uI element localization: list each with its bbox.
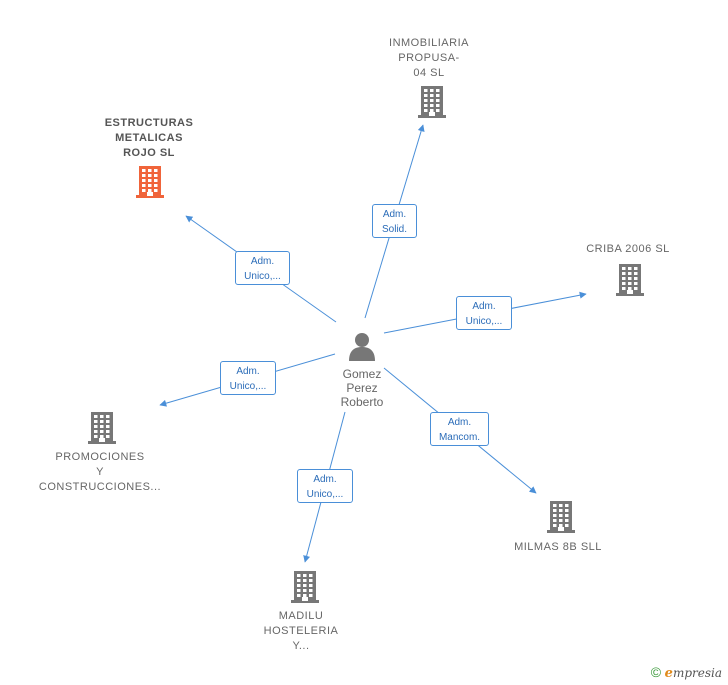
footer-brand: © empresia bbox=[651, 664, 722, 681]
edge-label-line: Adm. bbox=[236, 366, 260, 377]
company-node-estructuras[interactable] bbox=[135, 166, 165, 203]
company-label-line: PROMOCIONES bbox=[55, 451, 145, 463]
building-icon bbox=[616, 264, 644, 296]
company-node-inmobiliaria[interactable] bbox=[417, 86, 447, 123]
company-label-line: INMOBILIARIA bbox=[389, 37, 469, 49]
building-icon bbox=[136, 166, 164, 198]
edge-label-line: Adm. bbox=[382, 209, 407, 220]
person-name-line: Roberto bbox=[340, 395, 384, 409]
edge-label-line: Solid. bbox=[381, 224, 407, 235]
company-node-criba[interactable] bbox=[615, 264, 645, 301]
edge-label-criba[interactable]: Adm. Unico,... bbox=[456, 296, 512, 330]
company-node-madilu[interactable] bbox=[290, 571, 320, 608]
edge-label-promociones[interactable]: Adm. Unico,... bbox=[220, 361, 276, 395]
edge-label-line: Unico,... bbox=[306, 489, 344, 500]
company-label-line: CRIBA 2006 SL bbox=[586, 243, 670, 255]
company-label-line: MADILU bbox=[278, 610, 324, 622]
company-label-line: CONSTRUCCIONES... bbox=[38, 481, 162, 493]
company-label-line: 04 SL bbox=[413, 67, 445, 79]
company-label-line: HOSTELERIA bbox=[263, 625, 339, 637]
company-label-madilu[interactable]: MADILU HOSTELERIA Y... bbox=[231, 609, 371, 654]
edge-label-line: Mancom. bbox=[438, 432, 481, 443]
brand-logo-text: mpresia bbox=[672, 666, 722, 680]
copyright-symbol: © bbox=[650, 664, 662, 680]
edge-label-line: Adm. bbox=[250, 256, 275, 267]
edge-label-milmas[interactable]: Adm. Mancom. bbox=[430, 412, 489, 446]
company-label-line: ESTRUCTURAS bbox=[104, 117, 194, 129]
person-node[interactable] bbox=[347, 331, 377, 366]
company-node-milmas[interactable] bbox=[546, 501, 576, 538]
company-label-line: MILMAS 8B SLL bbox=[514, 541, 602, 553]
company-label-line: METALICAS bbox=[115, 132, 183, 144]
company-label-promociones[interactable]: PROMOCIONES Y CONSTRUCCIONES... bbox=[30, 450, 170, 495]
building-icon bbox=[291, 571, 319, 603]
edge-label-line: Adm. bbox=[472, 301, 496, 312]
building-icon bbox=[547, 501, 575, 533]
edge-label-line: Unico,... bbox=[244, 271, 281, 282]
edge-label-inmobiliaria[interactable]: Adm. Solid. bbox=[372, 204, 417, 238]
edge-label-line: Adm. bbox=[313, 474, 337, 485]
edge-label-madilu[interactable]: Adm. Unico,... bbox=[297, 469, 353, 503]
edge-label-line: Unico,... bbox=[465, 316, 503, 327]
person-name-line: Gomez bbox=[342, 367, 382, 381]
company-label-criba[interactable]: CRIBA 2006 SL bbox=[558, 242, 698, 257]
company-label-estructuras[interactable]: ESTRUCTURAS METALICAS ROJO SL bbox=[79, 116, 219, 161]
person-name-line: Perez bbox=[346, 381, 378, 395]
company-label-line: Y bbox=[96, 466, 104, 478]
building-icon bbox=[418, 86, 446, 118]
company-label-line: Y... bbox=[292, 640, 310, 652]
person-icon bbox=[349, 333, 375, 361]
edge-label-line: Unico,... bbox=[229, 381, 267, 392]
company-label-milmas[interactable]: MILMAS 8B SLL bbox=[488, 540, 628, 555]
brand-logo-initial: e bbox=[664, 666, 673, 681]
company-node-promociones[interactable] bbox=[87, 412, 117, 449]
company-label-line: ROJO SL bbox=[123, 147, 175, 159]
edge-label-estructuras[interactable]: Adm. Unico,... bbox=[235, 251, 290, 285]
building-icon bbox=[88, 412, 116, 444]
company-label-inmobiliaria[interactable]: INMOBILIARIA PROPUSA- 04 SL bbox=[359, 36, 499, 81]
company-label-line: PROPUSA- bbox=[398, 52, 460, 64]
edge-label-line: Adm. bbox=[447, 417, 472, 428]
